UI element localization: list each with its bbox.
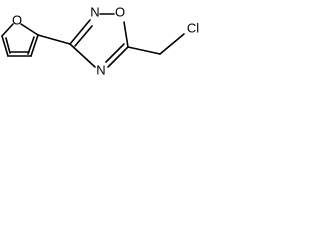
bond-c5-ch2 [127, 46, 161, 55]
bond-c5-n4-double [105, 43, 125, 63]
bond-furan-oxadiazole [37, 34, 71, 45]
furan-ring [1, 23, 39, 57]
atom-label-chlorine: Cl [187, 20, 199, 35]
bond-c2-c3-double [27, 36, 35, 55]
bond-c5-n4 [107, 46, 129, 68]
bond-o1-c2 [20, 23, 39, 36]
bond-c2-c3 [30, 34, 39, 57]
bond-o1-c5 [123, 21, 129, 48]
bond-ch2-cl [159, 33, 185, 55]
bond-c3-n2 [69, 19, 91, 45]
atom-label-ring-nitrogen-bottom: N [96, 62, 105, 77]
bond-c3-n2-double [74, 25, 93, 47]
bond-c4-c5 [1, 35, 9, 57]
atom-label-furan-oxygen: O [12, 12, 22, 27]
atom-label-ring-oxygen: O [115, 4, 125, 19]
bond-c5-o1 [1, 23, 14, 37]
structure-diagram: O N O N Cl [1, 4, 199, 77]
atom-label-ring-nitrogen-top: N [90, 4, 99, 19]
oxadiazole-ring [69, 13, 129, 68]
bond-n4-c3 [69, 43, 96, 68]
bond-c4-c5-double [5, 37, 11, 54]
